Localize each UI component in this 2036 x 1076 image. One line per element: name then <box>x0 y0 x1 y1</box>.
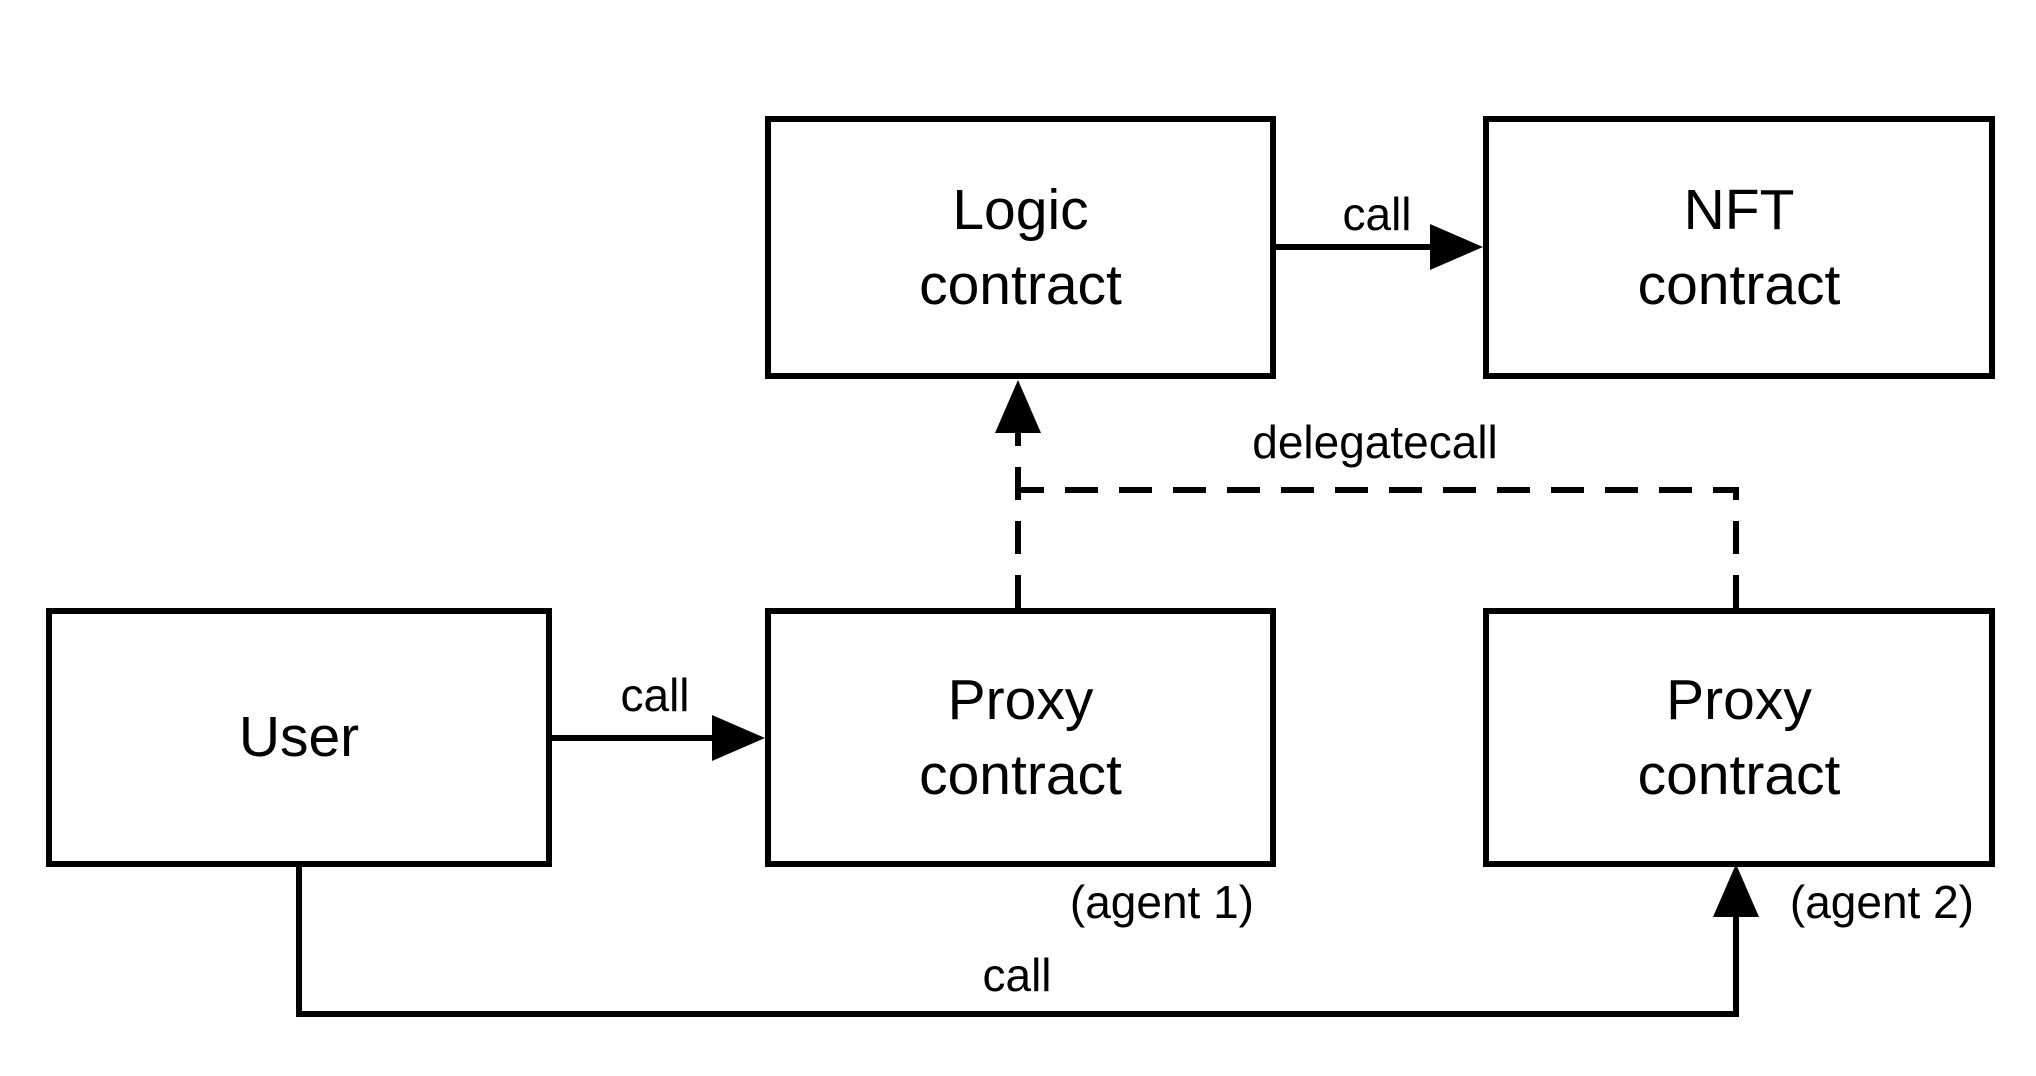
edge-label-call-user-proxy1: call <box>620 669 690 721</box>
node-nft-contract: NFT contract <box>1483 116 1995 379</box>
node-label-line: contract <box>919 252 1122 317</box>
node-label-line: contract <box>1637 742 1841 807</box>
node-proxy-contract-1: Proxy contract <box>765 608 1276 867</box>
node-label-line: User <box>238 705 360 769</box>
edge-proxy2-to-logic <box>1018 487 1739 608</box>
edge-user-to-proxy1 <box>552 715 765 761</box>
edge-proxy1-to-logic <box>995 380 1041 608</box>
node-label-line: contract <box>919 742 1122 807</box>
arrowhead-up-icon <box>1713 864 1759 917</box>
edge-logic-to-nft <box>1276 224 1483 270</box>
node-user: User <box>46 608 552 867</box>
arrowhead-up-icon <box>995 380 1041 433</box>
annotation-agent-2: (agent 2) <box>1789 876 1974 928</box>
node-label-line: NFT <box>1683 177 1795 242</box>
edge-label-call-logic-nft: call <box>1342 188 1412 240</box>
node-label-line: Proxy <box>947 667 1094 732</box>
edge-user-to-proxy2 <box>296 864 1759 1017</box>
annotation-agent-1: (agent 1) <box>1069 876 1254 928</box>
node-proxy-contract-2: Proxy contract <box>1483 608 1995 867</box>
node-label-line: Logic <box>952 177 1089 242</box>
edge-label-call-user-proxy2: call <box>982 949 1052 1001</box>
edge-label-delegatecall: delegatecall <box>1252 416 1498 468</box>
node-label-line: Proxy <box>1666 667 1812 732</box>
node-label-line: contract <box>1637 252 1841 317</box>
node-logic-contract: Logic contract <box>765 116 1276 379</box>
arrowhead-right-icon <box>712 715 765 761</box>
arrowhead-right-icon <box>1430 224 1483 270</box>
